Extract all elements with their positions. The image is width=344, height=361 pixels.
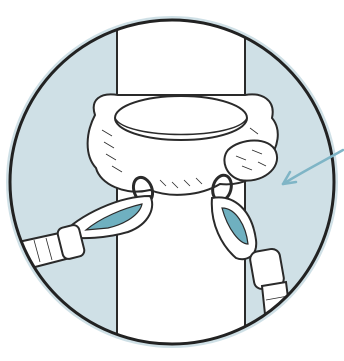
- collar-ring: [115, 96, 247, 140]
